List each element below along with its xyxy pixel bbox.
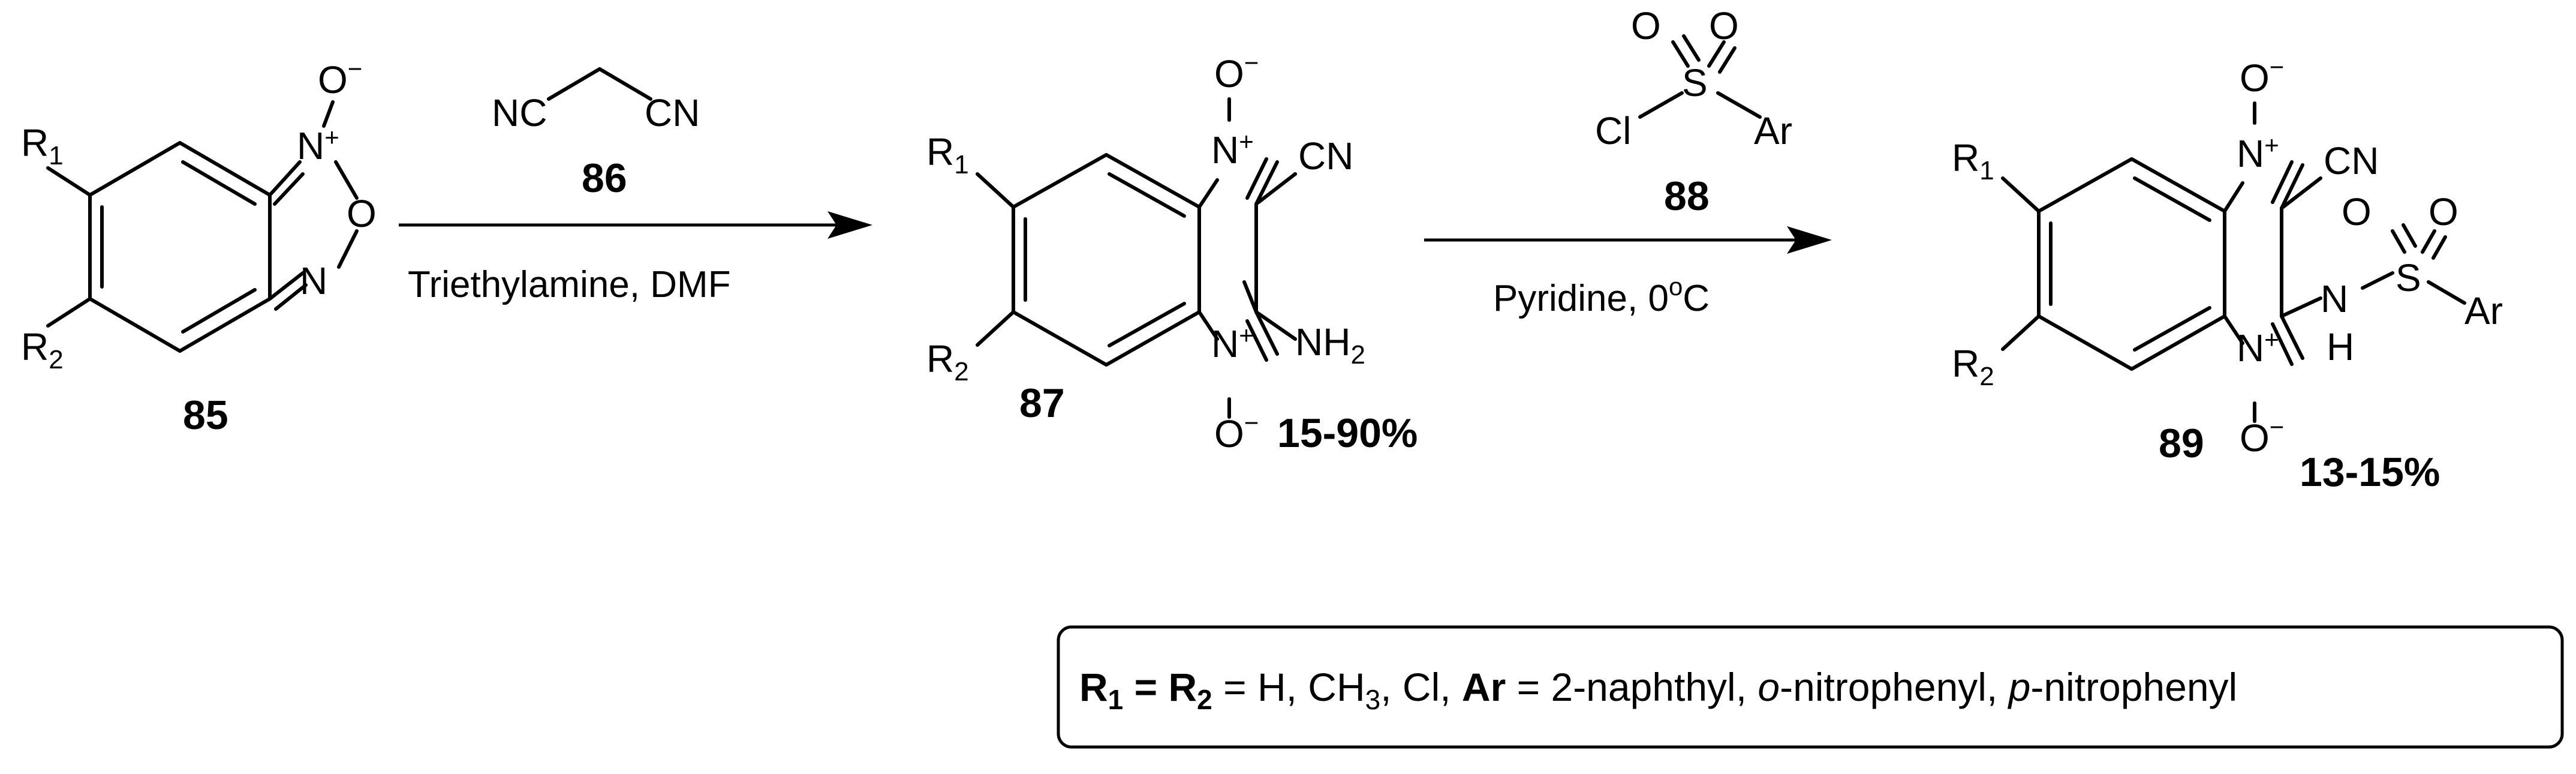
r1-label: R1 — [926, 130, 969, 179]
compound-87: R1 R2 N+ O− CN NH2 N+ O− 87 15-90% — [926, 49, 1418, 456]
sulfonyl-oxygen-1-label: O — [2342, 190, 2372, 233]
aryl-label: Ar — [1754, 109, 1792, 152]
step2-conditions: Pyridine, 0oC — [1493, 272, 1710, 319]
reaction-arrow-2 — [1424, 226, 1832, 254]
top-oxygen-label: O− — [1214, 49, 1259, 95]
bottom-oxygen-label: O− — [2240, 413, 2284, 460]
compound-87-yield: 15-90% — [1277, 410, 1418, 456]
amide-nitrogen-label: N — [2321, 277, 2348, 320]
n-oxide-nitrogen-label: N+ — [297, 123, 339, 167]
oxygen-2-label: O — [1709, 4, 1739, 47]
top-n-oxide-label: N+ — [2237, 131, 2279, 175]
oxide-oxygen-label: O− — [318, 55, 362, 101]
compound-89-number: 89 — [2159, 421, 2204, 466]
sulfur-label: S — [2396, 256, 2421, 299]
r1-label: R1 — [21, 121, 64, 170]
r2-label: R2 — [21, 325, 64, 374]
r1-label: R1 — [1952, 136, 1994, 185]
bottom-oxygen-label: O− — [1214, 409, 1259, 455]
compound-88: O O S Cl Ar 88 — [1595, 4, 1792, 219]
bottom-n-oxide-label: N+ — [2237, 325, 2279, 370]
ring-oxygen-label: O — [347, 192, 377, 235]
compound-85-number: 85 — [183, 392, 228, 438]
top-n-oxide-label: N+ — [1211, 127, 1254, 172]
step1-conditions: Triethylamine, DMF — [408, 264, 731, 305]
nc-label: NC — [492, 91, 547, 134]
sulfur-label: S — [1682, 61, 1708, 104]
compound-89: R1 R2 N+ O− CN O O N S Ar H N+ O− 89 13-… — [1952, 53, 2503, 495]
ring-nitrogen-label: N — [300, 259, 327, 302]
sulfonyl-oxygen-2-label: O — [2428, 190, 2458, 233]
chlorine-label: Cl — [1595, 109, 1631, 152]
compound-86: NC CN 86 — [492, 67, 700, 201]
legend-text: R1 = R2 = H, CH3, Cl, Ar = 2-naphthyl, o… — [1079, 665, 2237, 715]
top-oxygen-label: O− — [2240, 53, 2284, 100]
compound-86-number: 86 — [582, 155, 627, 201]
compound-85: R1 R2 N+ O− O N 85 — [21, 55, 377, 438]
bottom-n-oxide-label: N+ — [1211, 321, 1254, 365]
aryl-label: Ar — [2464, 289, 2503, 332]
cn-label: CN — [2324, 139, 2379, 182]
nh2-label: NH2 — [1295, 320, 1365, 370]
r2-label: R2 — [1952, 342, 1994, 391]
cn-label: CN — [1298, 134, 1353, 178]
compound-89-yield: 13-15% — [2300, 449, 2440, 495]
compound-87-bonds — [976, 97, 1297, 419]
oxygen-1-label: O — [1631, 4, 1661, 47]
legend-box — [1057, 625, 2564, 749]
amide-hydrogen-label: H — [2327, 325, 2354, 368]
compound-87-number: 87 — [1019, 380, 1065, 426]
compound-89-bonds — [2001, 101, 2466, 423]
r2-label: R2 — [926, 337, 969, 386]
substituent-legend: R1 = R2 = H, CH3, Cl, Ar = 2-naphthyl, o… — [1057, 625, 2564, 749]
compound-88-bonds — [1638, 34, 1762, 119]
compound-85-bonds — [46, 100, 359, 353]
compound-88-number: 88 — [1664, 173, 1710, 219]
compound-86-bonds — [547, 67, 652, 101]
cn-label: CN — [645, 91, 700, 134]
reaction-arrow-1 — [399, 211, 872, 239]
